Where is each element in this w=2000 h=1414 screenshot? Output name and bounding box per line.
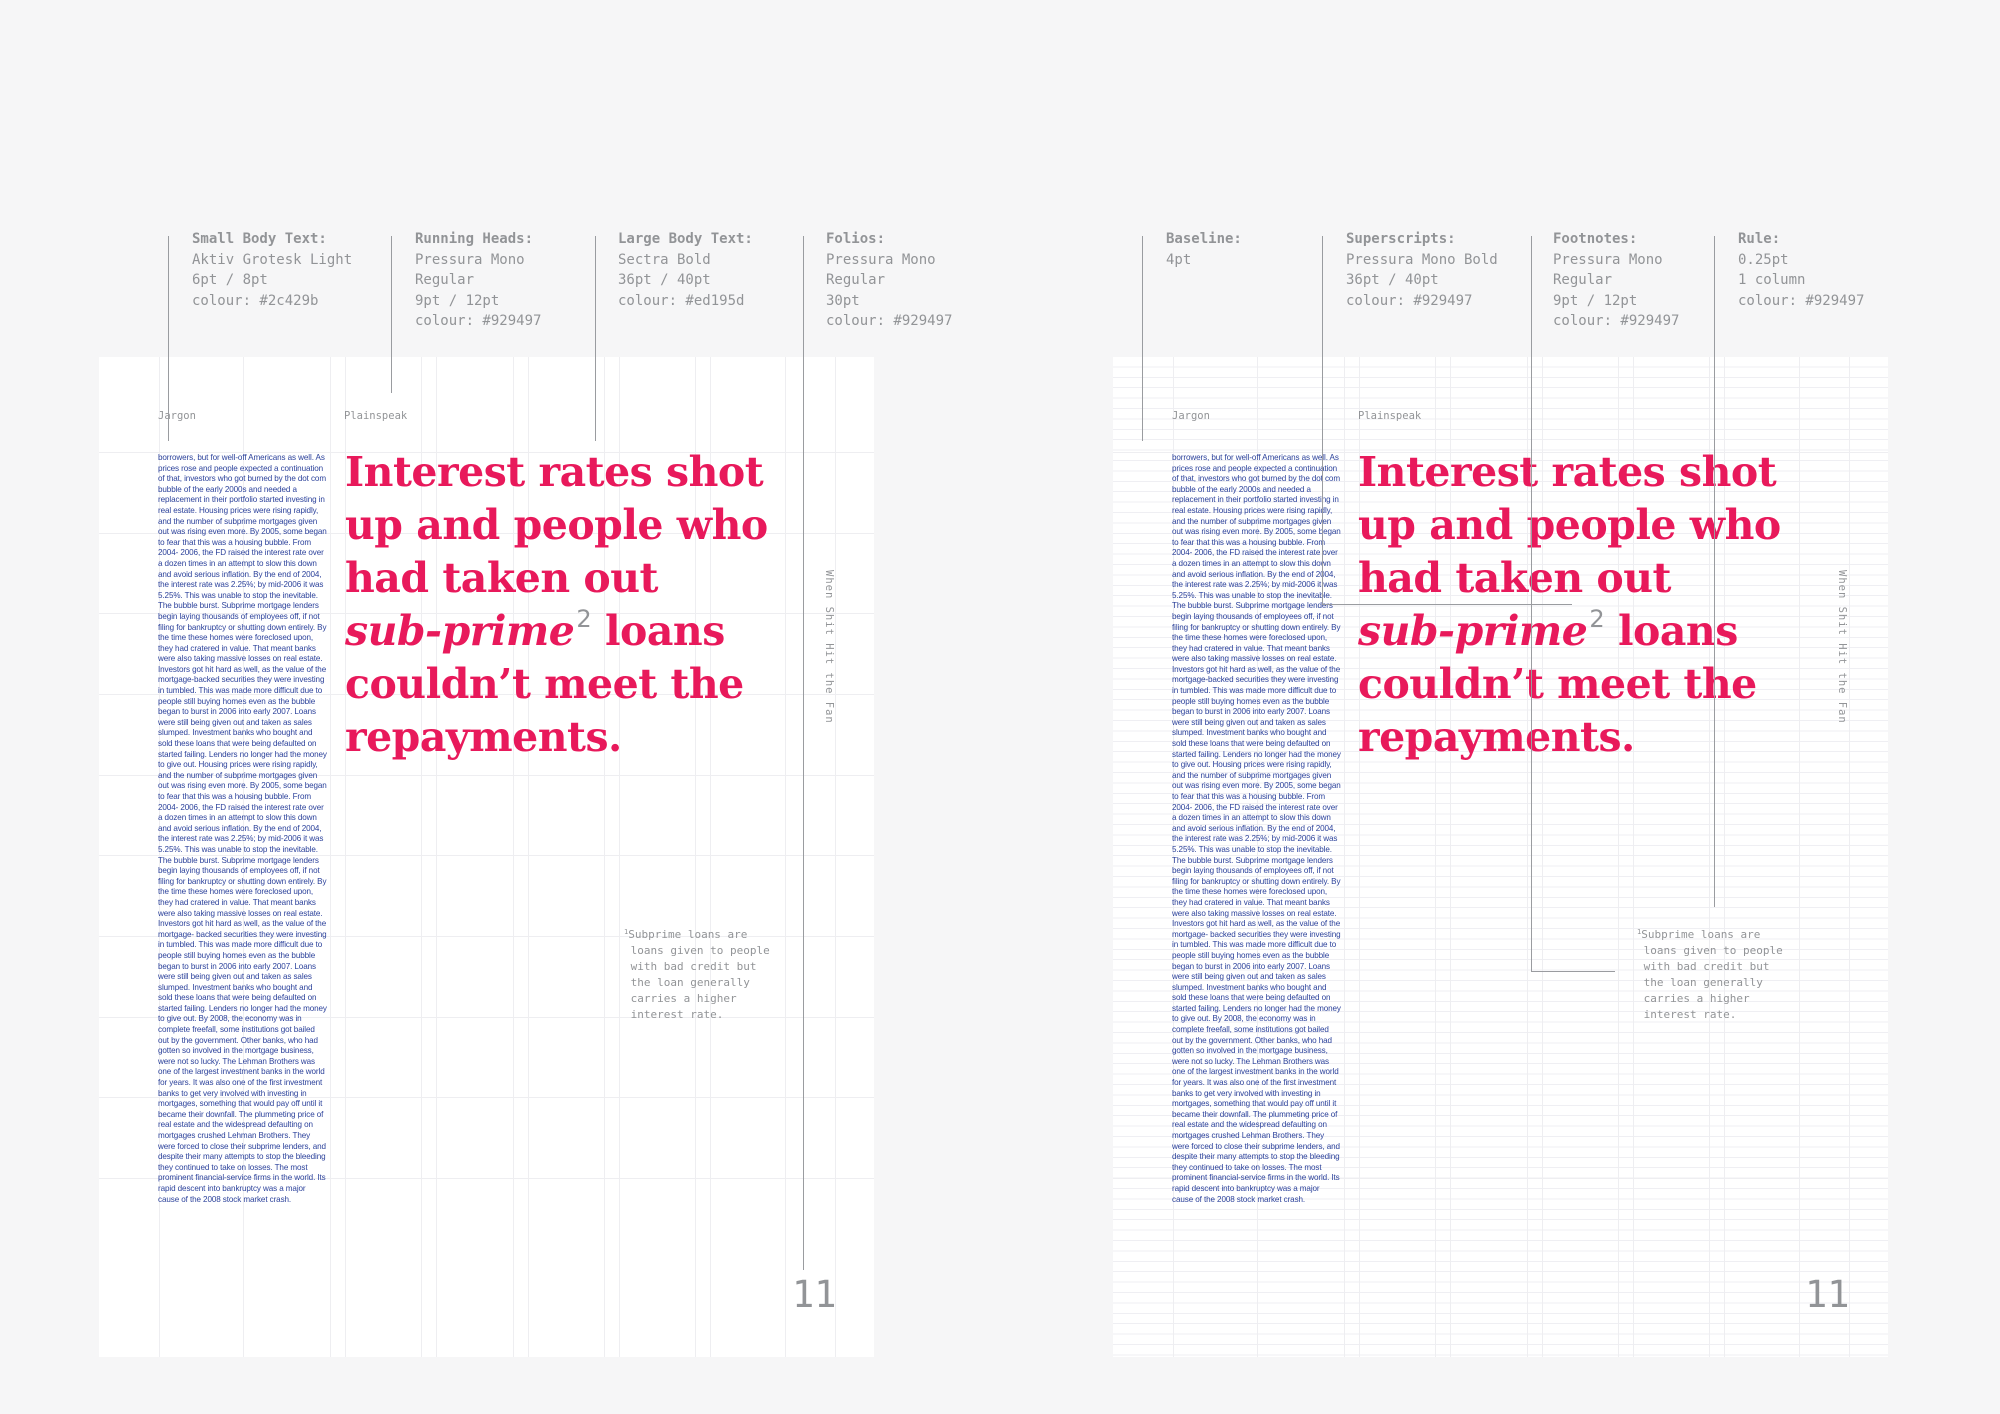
grid-column-line (619, 357, 620, 1357)
grid-column-line (1724, 357, 1725, 1357)
spec-baseline: Baseline:4pt (1166, 231, 1242, 268)
grid-column-line (1359, 357, 1360, 1357)
grid-column-line (345, 357, 346, 1357)
leader-line-superscripts-elbow (1322, 604, 1572, 605)
grid-column-line (330, 357, 331, 1357)
grid-column-line (528, 357, 529, 1357)
footnote-number: 1 (624, 928, 629, 936)
leader-line-footnotes (1531, 236, 1532, 971)
grid-column-line (243, 357, 244, 1357)
grid-row-line (99, 1017, 874, 1018)
grid-row-line (99, 855, 874, 856)
small-body-text: borrowers, but for well-off Americans as… (1172, 453, 1341, 1204)
grid-column-line (835, 357, 836, 1357)
grid-column-line (1435, 357, 1436, 1357)
grid-column-line (1633, 357, 1634, 1357)
sub-prime-italic: sub-prime (345, 607, 575, 655)
folio-page-number: 11 (1805, 1273, 1850, 1316)
grid-column-line (421, 357, 422, 1357)
grid-column-line (1849, 357, 1850, 1357)
grid-row-line (99, 775, 874, 776)
superscript-marker: 2 (1589, 605, 1605, 633)
running-head-plainspeak: Plainspeak (344, 410, 408, 422)
folio-side-title: When Shit Hit the Fan (823, 570, 835, 724)
grid-column-line (513, 357, 514, 1357)
leader-line-footnotes-elbow (1531, 971, 1615, 972)
grid-column-line (1344, 357, 1345, 1357)
page-left (99, 357, 874, 1357)
superscript-marker: 2 (576, 605, 592, 633)
folio-side-title: When Shit Hit the Fan (1836, 570, 1848, 724)
grid-row-line (99, 1178, 874, 1179)
grid-row-line (1113, 1178, 1888, 1179)
grid-column-line (1618, 357, 1619, 1357)
footnote-number: 1 (1637, 928, 1642, 936)
grid-column-line (604, 357, 605, 1357)
footnote: 1Subprime loans are loans given to peopl… (624, 928, 770, 1021)
grid-column-line (1450, 357, 1451, 1357)
grid-column-line (1527, 357, 1528, 1357)
footnote: 1Subprime loans are loans given to peopl… (1637, 928, 1783, 1021)
leader-line-large-body (595, 236, 596, 441)
grid-row-line (99, 694, 874, 695)
grid-column-line (710, 357, 711, 1357)
leader-line-folios (803, 236, 804, 1270)
grid-column-line (159, 357, 160, 1357)
grid-row-line (99, 533, 874, 534)
grid-column-line (1542, 357, 1543, 1357)
folio-page-number: 11 (792, 1273, 837, 1316)
leader-line-small-body (168, 236, 169, 441)
grid-column-line (1709, 357, 1710, 1357)
leader-line-baseline (1142, 236, 1143, 441)
running-head-jargon: Jargon (158, 410, 196, 422)
grid-column-line (1257, 357, 1258, 1357)
grid-row-line (1113, 452, 1888, 453)
leader-line-running-heads (391, 236, 392, 393)
leader-line-superscripts (1322, 236, 1323, 604)
sub-prime-italic: sub-prime (1358, 607, 1588, 655)
grid-column-line (695, 357, 696, 1357)
grid-row-line (99, 452, 874, 453)
grid-row-line (99, 613, 874, 614)
leader-line-rule (1714, 236, 1715, 907)
running-head-jargon: Jargon (1172, 410, 1210, 422)
running-head-plainspeak: Plainspeak (1358, 410, 1422, 422)
grid-column-line (785, 357, 786, 1357)
grid-column-line (1173, 357, 1174, 1357)
grid-column-line (436, 357, 437, 1357)
page-right-baseline-grid (1113, 357, 1888, 1357)
grid-row-line (99, 1097, 874, 1098)
grid-column-line (1799, 357, 1800, 1357)
grid-row-line (99, 936, 874, 937)
small-body-text: borrowers, but for well-off Americans as… (158, 453, 327, 1204)
